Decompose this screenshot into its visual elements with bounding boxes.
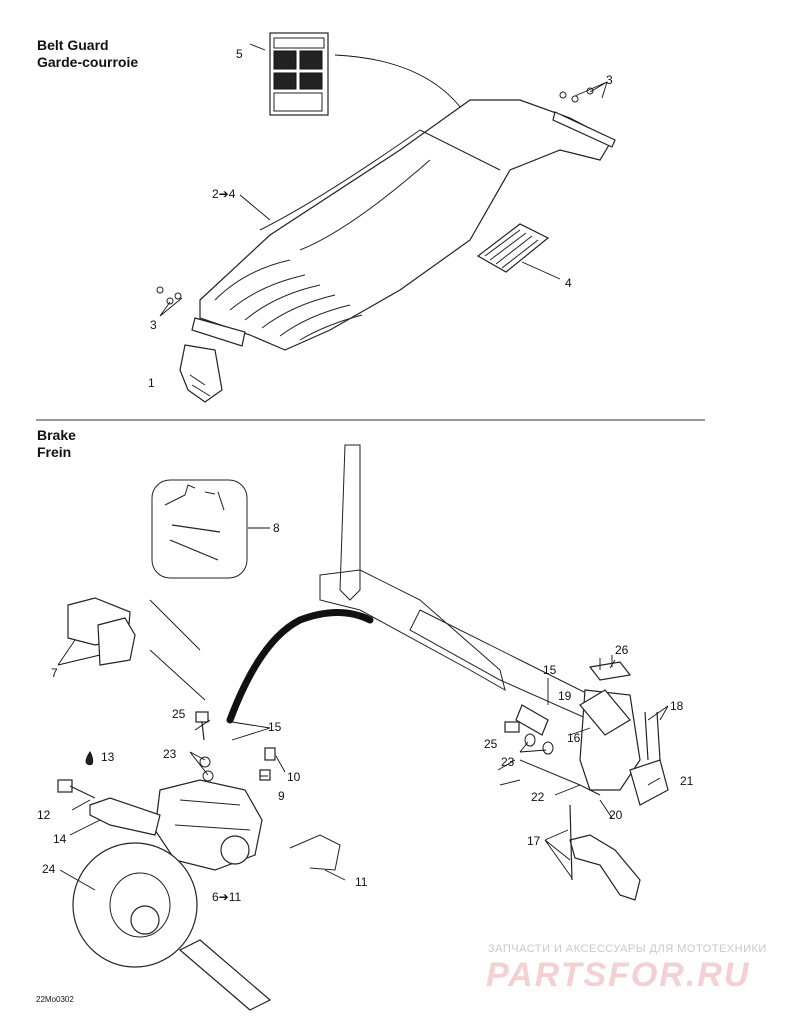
callout-6-to-11: 6➔11 — [212, 890, 242, 904]
callout-15-left: 15 — [268, 720, 282, 734]
brake-title-fr: Frein — [37, 444, 72, 460]
callout-21: 21 — [680, 774, 694, 788]
washer-left-a — [199, 756, 211, 768]
callout-12: 12 — [37, 808, 51, 822]
callout-7: 7 — [51, 666, 58, 680]
callout-24: 24 — [42, 862, 56, 876]
callout-25-right: 25 — [484, 737, 498, 751]
callout-5: 5 — [236, 47, 243, 61]
callout-18: 18 — [670, 699, 684, 713]
callout-20: 20 — [609, 808, 623, 822]
drive-shaft — [178, 939, 272, 1011]
brake-lever — [569, 804, 641, 901]
pad-spring — [289, 834, 341, 871]
banjo-bolt-right — [504, 721, 520, 733]
warning-decal — [269, 32, 329, 116]
belt-guard-assembly — [156, 32, 616, 403]
belt-guard-title: Belt Guard Garde-courroie — [37, 37, 138, 71]
belt-guard-title-en: Belt Guard — [37, 37, 109, 53]
callout-8: 8 — [273, 521, 280, 535]
callout-4: 4 — [565, 276, 572, 290]
clamp-bolt-b — [656, 711, 661, 761]
bleeder-screw — [259, 769, 271, 781]
banjo-bolt-left — [195, 711, 209, 741]
handlebar-outline — [319, 444, 611, 721]
brake-title: Brake Frein — [37, 427, 76, 461]
brake-assembly — [57, 444, 669, 1011]
bleeder-cap — [264, 747, 276, 761]
belt-guard-cover — [191, 99, 616, 351]
brake-caliper — [154, 779, 263, 871]
callout-26: 26 — [615, 643, 629, 657]
drawing-code: 22Mo0302 — [36, 995, 74, 1004]
callout-3-lower: 3 — [150, 318, 157, 332]
brake-title-en: Brake — [37, 427, 76, 443]
belt-guard-title-fr: Garde-courroie — [37, 54, 139, 70]
callout-25-left: 25 — [172, 707, 186, 721]
callout-10: 10 — [287, 770, 301, 784]
threadlocker-drop — [85, 751, 94, 766]
brake-disc — [72, 842, 198, 968]
washer-right-a — [524, 733, 536, 747]
callout-23-left: 23 — [163, 747, 177, 761]
brake-pads — [67, 597, 206, 701]
callout-1: 1 — [148, 376, 155, 390]
caliper-bracket — [89, 797, 161, 836]
callout-22: 22 — [531, 790, 545, 804]
hose-fitting-right — [515, 704, 549, 736]
callout-14: 14 — [53, 832, 67, 846]
callout-16: 16 — [567, 731, 581, 745]
callout-15-right: 15 — [543, 663, 557, 677]
callout-19: 19 — [558, 689, 572, 703]
washer-left-b — [202, 770, 214, 782]
nuts-lower — [156, 286, 182, 305]
callout-3-upper: 3 — [606, 73, 613, 87]
washer-right-b — [542, 741, 554, 755]
guard-clip — [179, 344, 223, 403]
caliper-bolt — [57, 779, 96, 799]
callout-17: 17 — [527, 834, 541, 848]
handlebar-clamp — [629, 759, 669, 806]
watermark-logo: PARTSFOR.RU — [486, 956, 751, 994]
watermark-tagline: ЗАПЧАСТИ И АКСЕССУАРЫ ДЛЯ МОТОТЕХНИКИ — [488, 943, 767, 955]
master-cylinder — [579, 655, 641, 791]
brake-hose — [226, 609, 374, 724]
clamp-bolt-a — [644, 711, 649, 761]
callout-23-right: 23 — [501, 755, 515, 769]
guard-decal-panel — [476, 223, 550, 273]
callout-13: 13 — [101, 750, 115, 764]
callout-9: 9 — [278, 789, 285, 803]
pin-kit — [151, 479, 248, 579]
callout-11: 11 — [355, 875, 368, 889]
callout-2-to-4: 2➔4 — [212, 187, 236, 201]
